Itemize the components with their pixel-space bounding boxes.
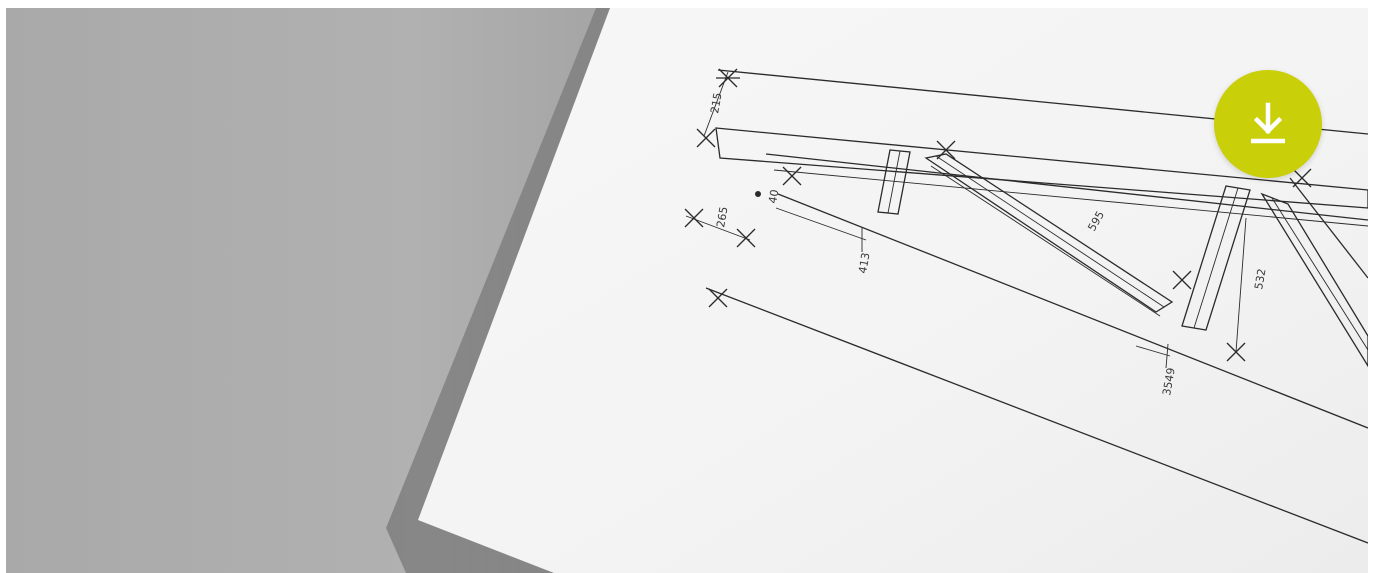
dimension-ticks [684, 68, 1312, 362]
blueprint-drawing: 215 40 265 413 595 532 3549 [386, 8, 1368, 573]
dimension-label: 532 [1252, 268, 1268, 291]
dimension-label: 3549 [1160, 367, 1178, 397]
dimension-label: 40 [766, 188, 781, 204]
dimension-label: 215 [708, 92, 724, 115]
dimension-label: 265 [714, 206, 730, 229]
drawing-lines [685, 69, 1368, 544]
hero-image: 215 40 265 413 595 532 3549 [6, 8, 1368, 573]
dimension-label: 413 [856, 252, 872, 275]
paper-sheet [418, 8, 1368, 573]
download-button[interactable] [1214, 70, 1322, 178]
download-icon [1251, 102, 1285, 144]
